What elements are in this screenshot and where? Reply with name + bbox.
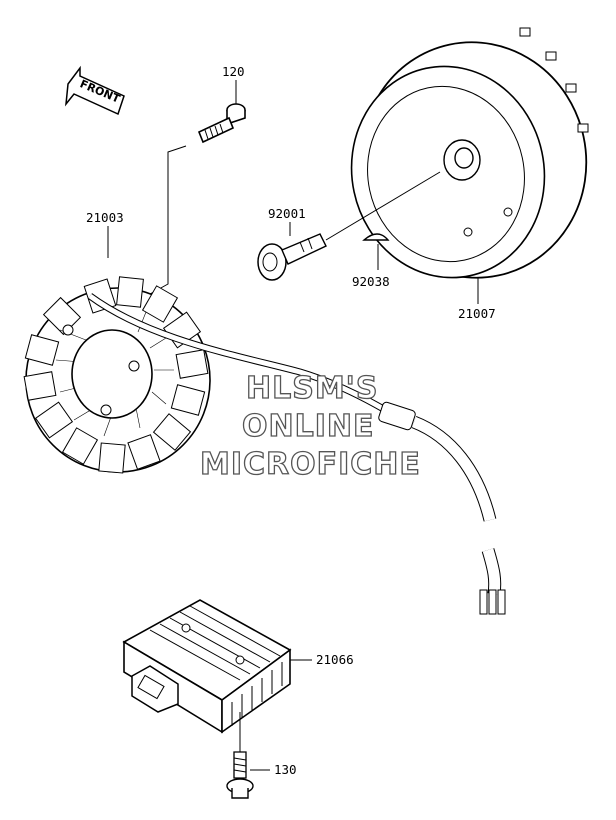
watermark-line-1: HLSM'S <box>246 371 378 406</box>
watermark: HLSM'S ONLINE MICROFICHE <box>199 370 421 482</box>
part-number-21003: 21003 <box>86 210 124 225</box>
part-number-130: 130 <box>274 762 297 777</box>
part-number-120: 120 <box>222 64 245 79</box>
watermark-line-3: MICROFICHE <box>200 447 421 482</box>
stator-21003[interactable] <box>23 276 211 474</box>
part-number-92001: 92001 <box>268 206 306 221</box>
front-arrow-icon: FRONT <box>65 65 125 116</box>
watermark-line-2: ONLINE <box>242 409 375 444</box>
part-number-21007: 21007 <box>458 306 496 321</box>
bolt-120[interactable] <box>197 103 246 144</box>
part-number-92038: 92038 <box>352 274 390 289</box>
bolt-130[interactable] <box>226 751 254 799</box>
part-number-21066: 21066 <box>316 652 354 667</box>
regulator-rectifier-21066[interactable] <box>122 599 292 734</box>
woodruff-key-92038[interactable] <box>362 233 390 241</box>
stator-wire-harness[interactable] <box>87 293 506 615</box>
flange-bolt-92001[interactable] <box>257 233 327 281</box>
rotor-21007[interactable] <box>332 21 608 298</box>
